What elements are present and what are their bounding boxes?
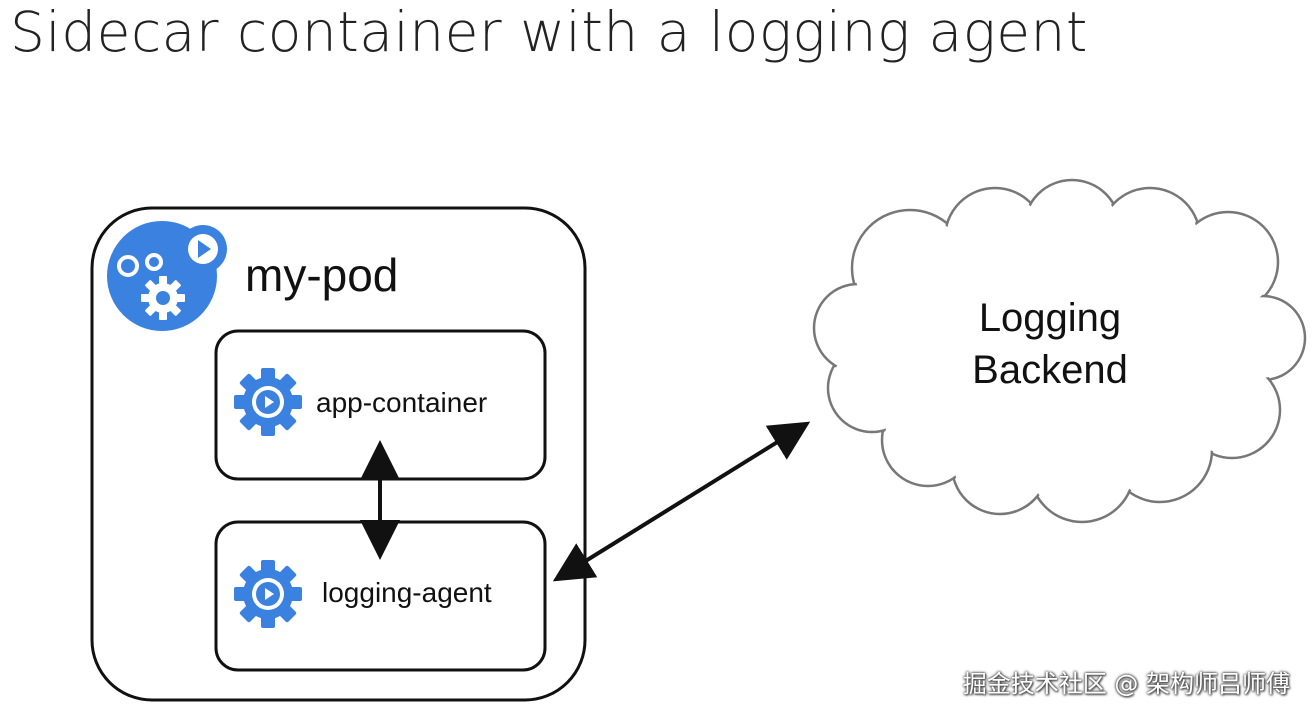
- logging-agent-gear-icon: [234, 560, 302, 628]
- backend-label-line1: Logging: [979, 296, 1121, 340]
- agent-to-backend-arrow: [552, 421, 811, 582]
- slide-title: Sidecar container with a logging agent: [10, 0, 1088, 64]
- app-container-label: app-container: [316, 387, 487, 418]
- pod-gears-icon: [107, 221, 227, 331]
- backend-label-line2: Backend: [972, 348, 1128, 392]
- pod-label: my-pod: [245, 249, 398, 301]
- logging-backend-cloud: [812, 178, 1307, 524]
- app-container-gear-icon: [234, 368, 302, 436]
- watermark: 掘金技术社区 @ 架构师吕师傅: [962, 670, 1290, 698]
- logging-agent-label: logging-agent: [322, 577, 492, 608]
